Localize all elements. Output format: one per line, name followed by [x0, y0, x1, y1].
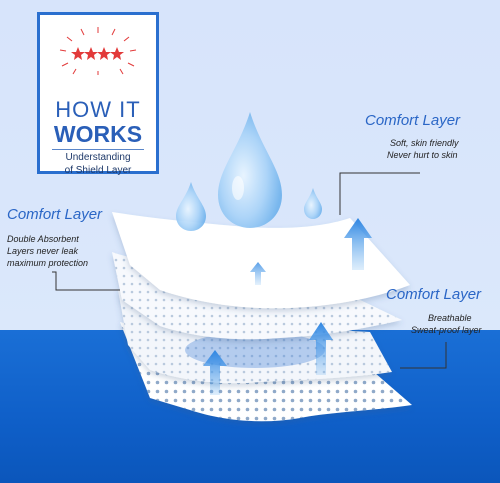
how-it-works-badge: HOW IT WORKS Understanding of Shield Lay… — [37, 12, 159, 176]
callout-left-desc-2: Layers never leak — [7, 246, 79, 256]
stars-burst-icon — [59, 27, 137, 75]
airflow-arrows — [203, 218, 372, 395]
callout-top-desc-1: Soft, skin friendly — [390, 138, 459, 148]
badge-subtitle-line1: Understanding — [65, 152, 131, 163]
callout-right-desc-2: Sweat-proof layer — [411, 325, 482, 335]
badge-subtitle-line2: of Shield Layer — [64, 165, 132, 176]
water-droplets — [176, 112, 322, 231]
callout-left-title: Comfort Layer — [7, 206, 103, 223]
callout-left-desc-1: Double Absorbent — [7, 234, 79, 244]
badge-title-line1: HOW IT — [55, 97, 141, 122]
callout-top-title: Comfort Layer — [365, 112, 461, 129]
callout-left-desc-3: maximum protection — [7, 258, 89, 268]
callout-top-desc-2: Never hurt to skin — [387, 150, 458, 160]
badge-title-line2: WORKS — [53, 121, 143, 147]
badge-divider — [52, 149, 144, 150]
top-comfort-layer — [112, 212, 410, 309]
callout-right-title: Comfort Layer — [386, 286, 482, 303]
callout-right-desc-1: Breathable — [428, 313, 472, 323]
callout-leader-lines — [52, 172, 447, 369]
